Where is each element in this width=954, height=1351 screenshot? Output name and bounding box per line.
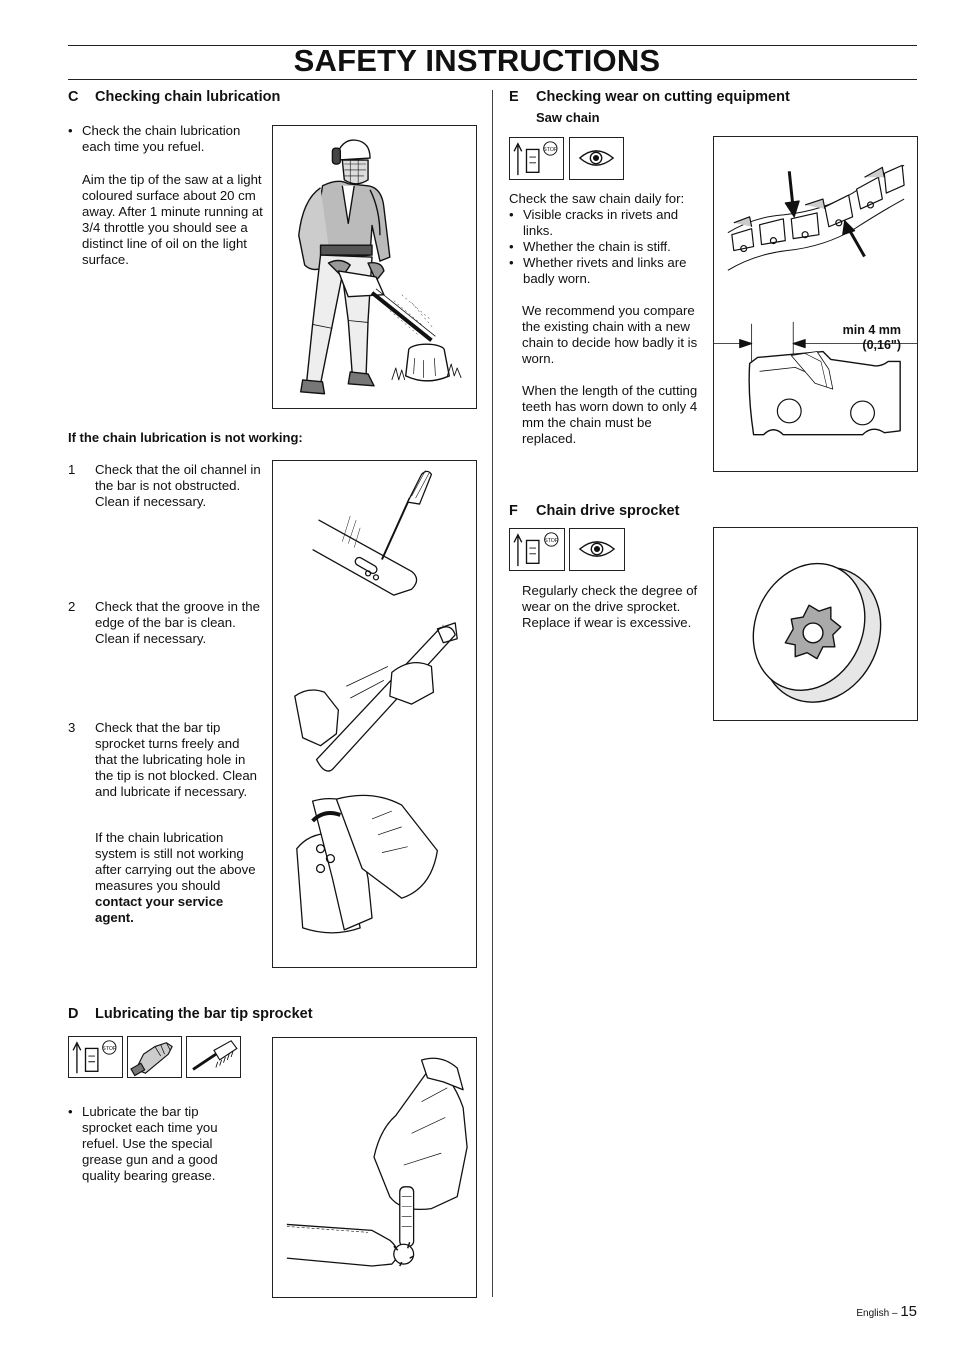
figure-bar-cleaning	[272, 460, 477, 968]
operator-with-chainsaw-illustration	[298, 139, 462, 395]
svg-text:STOP: STOP	[544, 538, 559, 544]
step-text: Check that the bar tip sprocket turns fr…	[95, 720, 258, 799]
section-letter: E	[509, 89, 519, 105]
page-title: SAFETY INSTRUCTIONS	[293, 43, 661, 78]
bullet-text: Lubricate the bar tip sprocket each time…	[82, 1104, 218, 1183]
bullet-text: Visible cracks in rivets and links.	[523, 207, 679, 238]
svg-text:STOP: STOP	[102, 1046, 117, 1052]
section-f-heading: F Chain drive sprocket	[509, 503, 679, 519]
dimension-inch: (0,16")	[862, 338, 901, 352]
column-divider	[492, 90, 493, 1297]
replace-chain-paragraph: When the length of the cutting teeth has…	[522, 383, 698, 446]
section-title: Lubricating the bar tip sprocket	[95, 1006, 313, 1022]
saw-chain-subheading: Saw chain	[536, 110, 600, 125]
min-wear-dimension-label: min 4 mm (0,16")	[843, 323, 901, 353]
figure-chain-wear: min 4 mm (0,16")	[713, 136, 918, 472]
compare-chain-paragraph: We recommend you compare the existing ch…	[522, 303, 698, 366]
title-underline	[68, 79, 917, 80]
chain-wear-illustration	[714, 164, 917, 436]
section-d-heading: D Lubricating the bar tip sprocket	[68, 1006, 313, 1022]
dimension-mm: min 4 mm	[842, 323, 901, 337]
section-title: Chain drive sprocket	[536, 503, 680, 519]
glove-icon	[127, 1036, 182, 1078]
stop-switch-icon: STOP	[509, 528, 565, 571]
saw-chain-intro: Check the saw chain daily for:	[509, 191, 685, 206]
stop-switch-icon: STOP	[509, 137, 564, 180]
footer-language: English –	[856, 1308, 898, 1319]
section-c-paragraph: Aim the tip of the saw at a light colour…	[82, 172, 263, 267]
bullet-text: Whether the chain is stiff.	[523, 239, 671, 254]
contact-service-prefix: If the chain lubrication system is still…	[95, 830, 256, 893]
sprocket-wear-paragraph: Regularly check the degree of wear on th…	[522, 583, 698, 630]
section-e-heading: E Checking wear on cutting equipment	[509, 89, 790, 105]
eye-inspect-icon	[569, 528, 625, 571]
step-number: 1	[68, 462, 76, 477]
bullet-text: Whether rivets and links are badly worn.	[523, 255, 687, 286]
stop-switch-icon: STOP	[68, 1036, 123, 1078]
svg-text:STOP: STOP	[543, 147, 558, 153]
step-number: 3	[68, 720, 76, 735]
page-footer: English – 15	[856, 1303, 917, 1320]
step-number: 2	[68, 599, 76, 614]
contact-service-bold: contact your service agent.	[95, 894, 224, 925]
contact-service-paragraph: If the chain lubrication system is still…	[95, 830, 263, 926]
step-text: Check that the oil channel in the bar is…	[95, 462, 261, 509]
section-title: Checking wear on cutting equipment	[536, 89, 790, 105]
eye-inspect-icon	[569, 137, 624, 180]
figure-chain-lubrication-test	[272, 125, 477, 409]
brush-icon	[186, 1036, 241, 1078]
drive-sprocket-illustration	[752, 562, 882, 703]
section-title: Checking chain lubrication	[95, 89, 281, 105]
section-letter: D	[68, 1006, 79, 1022]
section-letter: C	[68, 89, 79, 105]
section-c-heading: C Checking chain lubrication	[68, 89, 280, 105]
bullet-text: Check the chain lubrication each time yo…	[82, 123, 241, 154]
section-letter: F	[509, 503, 518, 519]
figure-grease-gun	[272, 1037, 477, 1298]
page-number: 15	[900, 1303, 917, 1320]
bar-cleaning-illustration	[294, 470, 458, 934]
step-text: Check that the groove in the edge of the…	[95, 599, 260, 646]
figure-drive-sprocket	[713, 527, 918, 721]
grease-gun-illustration	[286, 1057, 468, 1267]
top-rule	[68, 45, 917, 46]
lubrication-not-working-heading: If the chain lubrication is not working:	[68, 430, 303, 445]
